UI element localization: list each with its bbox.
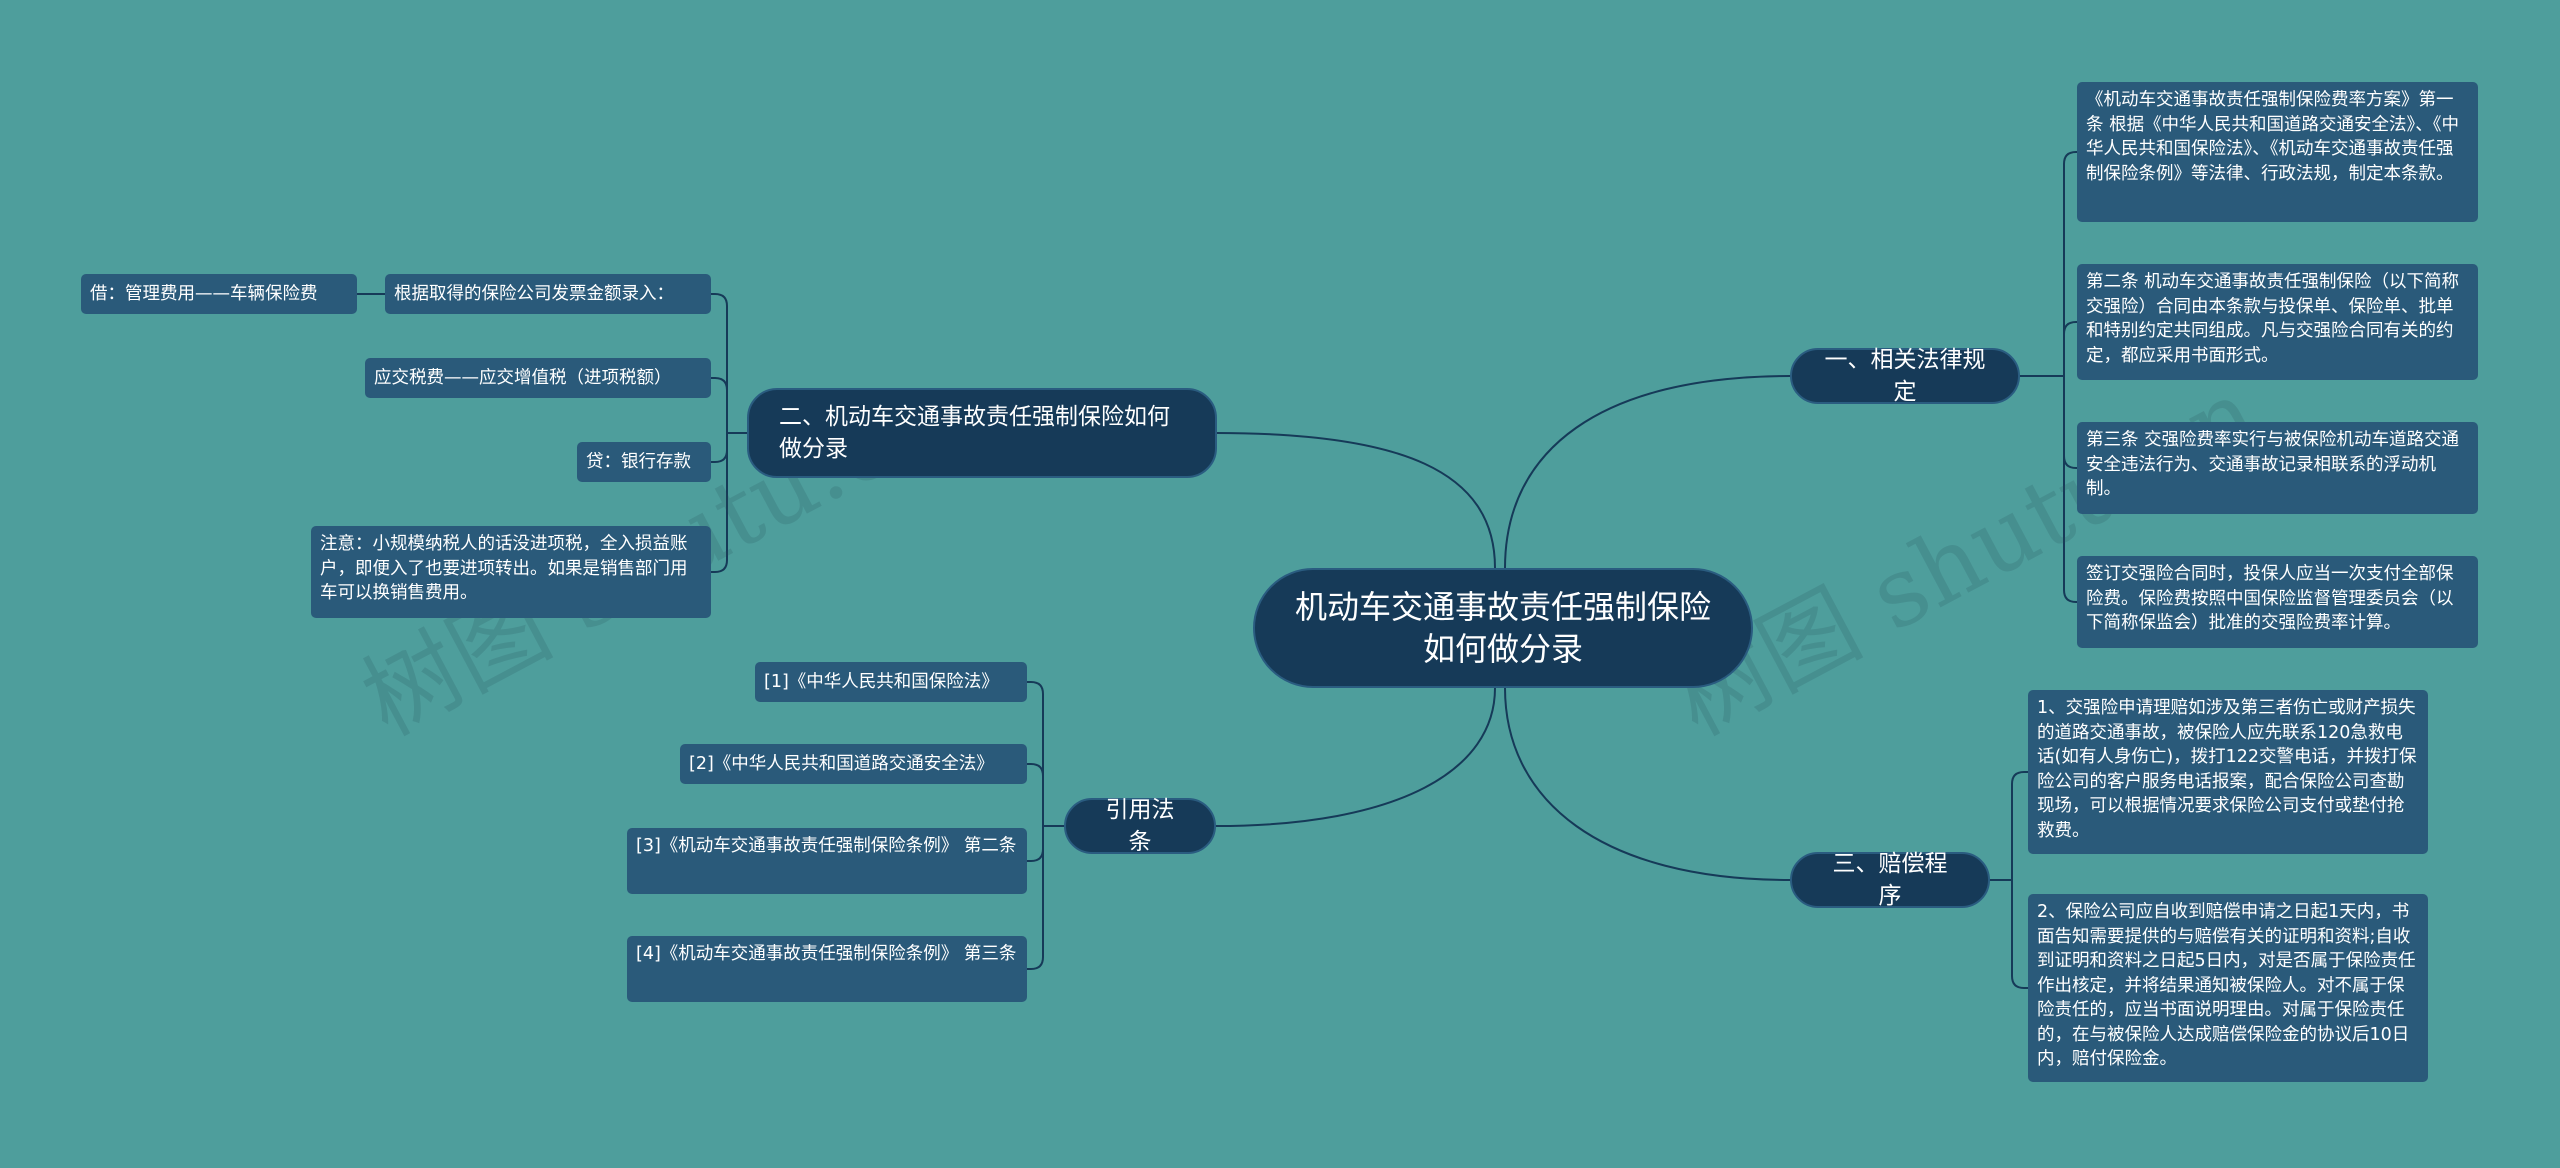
edge-root-legal (1504, 375, 1791, 569)
leaf-entry-credit-bank[interactable]: 贷：银行存款 (577, 442, 711, 482)
edge-entries-2 (711, 377, 747, 434)
edge-legal-3 (2020, 375, 2077, 469)
edge-root-compensation (1504, 687, 1791, 881)
leaf-compensation-step-2[interactable]: 2、保险公司应自收到赔偿申请之日起1天内，书面告知需要提供的与赔偿有关的证明和资… (2028, 894, 2428, 1082)
leaf-entry-vat[interactable]: 应交税费——应交增值税（进项税额） (365, 358, 711, 398)
branch-label: 引用法条 (1105, 797, 1175, 855)
branch-label: 一、相关法律规定 (1824, 347, 1986, 405)
edge-entries-1 (711, 293, 747, 434)
edge-entries-4 (711, 432, 747, 573)
edge-root-cited (1215, 687, 1496, 827)
root-node[interactable]: 机动车交通事故责任强制保险如何做分录 (1253, 568, 1753, 688)
branch-legal-provisions[interactable]: 一、相关法律规定 (1790, 347, 2020, 405)
edge-cited-1 (1027, 681, 1064, 827)
leaf-law-article-2[interactable]: 第二条 机动车交通事故责任强制保险（以下简称交强险）合同由本条款与投保单、保险单… (2077, 264, 2478, 380)
leaf-entry-debit-expense[interactable]: 借：管理费用——车辆保险费 (81, 274, 357, 314)
edge-compensation-2 (1990, 879, 2028, 989)
edge-root-entries (1216, 432, 1496, 569)
branch-compensation-procedure[interactable]: 三、赔偿程序 (1790, 851, 1990, 909)
leaf-law-article-1[interactable]: 《机动车交通事故责任强制保险费率方案》第一条 根据《中华人民共和国道路交通安全法… (2077, 82, 2478, 222)
leaf-reference-4[interactable]: [4]《机动车交通事故责任强制保险条例》 第三条 (627, 936, 1027, 1002)
edge-compensation-1 (1990, 771, 2028, 881)
leaf-law-article-3[interactable]: 第三条 交强险费率实行与被保险机动车道路交通安全违法行为、交通事故记录相联系的浮… (2077, 422, 2478, 514)
branch-label: 二、机动车交通事故责任强制保险如何做分录 (779, 404, 1170, 462)
leaf-entry-note[interactable]: 注意：小规模纳税人的话没进项税，全入损益账户，即便入了也要进项转出。如果是销售部… (311, 526, 711, 618)
edge-cited-4 (1027, 825, 1064, 970)
edge-cited-3 (1027, 825, 1064, 862)
leaf-compensation-step-1[interactable]: 1、交强险申请理赔如涉及第三者伤亡或财产损失的道路交通事故，被保险人应先联系12… (2028, 690, 2428, 854)
leaf-reference-3[interactable]: [3]《机动车交通事故责任强制保险条例》 第二条 (627, 828, 1027, 894)
root-title: 机动车交通事故责任强制保险如何做分录 (1295, 588, 1712, 668)
edge-legal-1 (2020, 151, 2077, 377)
edge-legal-2 (2020, 321, 2077, 377)
leaf-reference-1[interactable]: [1]《中华人民共和国保险法》 (755, 662, 1027, 702)
leaf-entry-invoice[interactable]: 根据取得的保险公司发票金额录入： (385, 274, 711, 314)
edge-legal-4 (2020, 375, 2077, 603)
edge-cited-2 (1027, 763, 1064, 827)
edge-entries-3 (711, 432, 747, 463)
branch-accounting-entries[interactable]: 二、机动车交通事故责任强制保险如何做分录 (747, 388, 1217, 478)
leaf-reference-2[interactable]: [2]《中华人民共和国道路交通安全法》 (680, 744, 1027, 784)
leaf-law-article-4[interactable]: 签订交强险合同时，投保人应当一次支付全部保险费。保险费按照中国保险监督管理委员会… (2077, 556, 2478, 648)
branch-cited-laws[interactable]: 引用法条 (1064, 797, 1216, 855)
branch-label: 三、赔偿程序 (1832, 851, 1948, 909)
